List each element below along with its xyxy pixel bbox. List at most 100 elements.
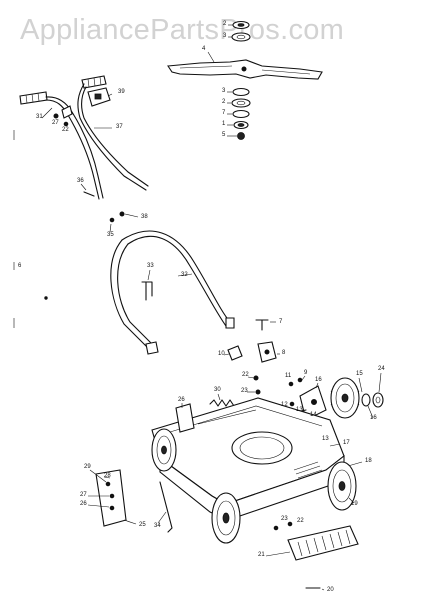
lower-handle-left-rail bbox=[110, 239, 151, 351]
callout-label-16: 16 bbox=[370, 415, 377, 421]
front-center-wheel bbox=[211, 492, 241, 544]
leader-line bbox=[347, 461, 363, 467]
nut-part-22 bbox=[63, 121, 69, 127]
tread-mark bbox=[330, 385, 360, 411]
callout-label-15: 15 bbox=[356, 371, 363, 377]
callout-label-36: 36 bbox=[77, 178, 84, 184]
lower-handle-left-rail-edge bbox=[117, 243, 155, 347]
bolt-part-5 bbox=[237, 132, 245, 140]
wheel-rim bbox=[332, 469, 352, 503]
leader-line bbox=[103, 476, 111, 479]
washer-hole bbox=[375, 396, 381, 404]
leader-line bbox=[147, 269, 151, 281]
blade-assembly bbox=[167, 20, 323, 140]
washer-part-7 bbox=[232, 109, 250, 119]
plate-screw-27 bbox=[109, 493, 115, 499]
front-left-wheel bbox=[151, 428, 177, 472]
side-plate-assembly bbox=[87, 469, 173, 533]
bracket-hole bbox=[264, 349, 270, 355]
callout-label-7: 7 bbox=[279, 319, 283, 325]
callout-label-23: 23 bbox=[281, 516, 288, 522]
deck-rib bbox=[169, 405, 323, 433]
callout-label-14: 14 bbox=[310, 412, 317, 418]
handle-mount-part-26 bbox=[175, 403, 195, 433]
leader-line bbox=[217, 393, 221, 401]
rear-right-wheel bbox=[327, 461, 357, 511]
callout-label-29: 29 bbox=[84, 464, 91, 470]
wheel-hub bbox=[341, 393, 349, 403]
right-handle-tube-edge bbox=[81, 86, 149, 187]
washer-part-23b bbox=[273, 525, 279, 531]
leader-line bbox=[87, 504, 110, 508]
rod-part-34 bbox=[159, 481, 173, 533]
right-handle-tube bbox=[77, 83, 147, 191]
leader-line bbox=[358, 377, 363, 393]
leader-line bbox=[367, 405, 374, 419]
adapter-part-2b bbox=[231, 98, 251, 108]
callout-label-20: 20 bbox=[327, 587, 334, 593]
switch-button bbox=[94, 93, 102, 100]
wheel-hub bbox=[338, 481, 346, 491]
plate-screw-26 bbox=[109, 505, 115, 511]
nut-part-38 bbox=[119, 211, 125, 217]
callout-label-22: 22 bbox=[297, 518, 304, 524]
leader-line bbox=[378, 372, 382, 393]
leader-line bbox=[315, 382, 319, 389]
leader-line bbox=[177, 273, 193, 277]
lower-handle bbox=[110, 230, 235, 355]
callout-label-38: 38 bbox=[141, 214, 148, 220]
washer-hole bbox=[237, 23, 245, 27]
callout-label-27: 27 bbox=[80, 492, 87, 498]
callout-label-3: 3 bbox=[223, 33, 227, 39]
bolt-part-36 bbox=[83, 191, 95, 197]
callout-label-37: 37 bbox=[116, 124, 123, 130]
right-handle-grip bbox=[81, 75, 107, 89]
grip-ridge bbox=[87, 76, 102, 88]
callout-label-9: 9 bbox=[304, 370, 308, 376]
leader-line bbox=[89, 469, 107, 483]
upper-handle-assembly bbox=[19, 75, 149, 233]
washer-part-3b bbox=[232, 87, 250, 97]
leader-line bbox=[247, 376, 255, 379]
callout-label-10: 10 bbox=[218, 351, 225, 357]
callout-label-34: 34 bbox=[154, 523, 161, 529]
clip-part-10 bbox=[227, 345, 243, 361]
callout-label-32: 32 bbox=[181, 272, 188, 278]
callout-label-33: 33 bbox=[147, 263, 154, 269]
callout-label-26: 26 bbox=[80, 501, 87, 507]
lower-handle-right-rail-edge bbox=[127, 235, 227, 327]
flap-rib bbox=[297, 529, 351, 557]
washer-hole bbox=[236, 34, 246, 40]
leader-line bbox=[80, 183, 87, 191]
leader-line bbox=[329, 443, 341, 447]
mower-deck bbox=[151, 397, 363, 521]
callout-label-22: 22 bbox=[242, 372, 249, 378]
callout-label-31: 31 bbox=[36, 114, 43, 120]
nut-part-22b bbox=[253, 375, 259, 381]
nut-hole bbox=[237, 123, 245, 127]
leader-line bbox=[123, 519, 137, 525]
left-handle-tube bbox=[45, 96, 104, 199]
leader-line bbox=[41, 107, 53, 119]
callout-label-17: 17 bbox=[343, 440, 350, 446]
washer-part-3 bbox=[231, 32, 251, 42]
bolt-part-7 bbox=[255, 319, 269, 331]
nut-part-22c bbox=[287, 521, 293, 527]
callout-label-35: 35 bbox=[107, 232, 114, 238]
hubcap-part-16 bbox=[361, 393, 371, 407]
axle-hole bbox=[311, 399, 317, 405]
callout-label-25: 25 bbox=[139, 522, 146, 528]
scan-marks bbox=[13, 130, 48, 328]
callout-label-26: 26 bbox=[178, 397, 185, 403]
callout-label-4: 4 bbox=[202, 46, 206, 52]
mid-hardware bbox=[209, 319, 280, 407]
left-handle-grip bbox=[19, 91, 48, 105]
leader-line bbox=[107, 93, 113, 97]
motor-opening-inner bbox=[239, 436, 285, 460]
leader-line bbox=[348, 497, 355, 504]
leader-line bbox=[207, 51, 215, 63]
callout-label-18: 18 bbox=[365, 458, 372, 464]
